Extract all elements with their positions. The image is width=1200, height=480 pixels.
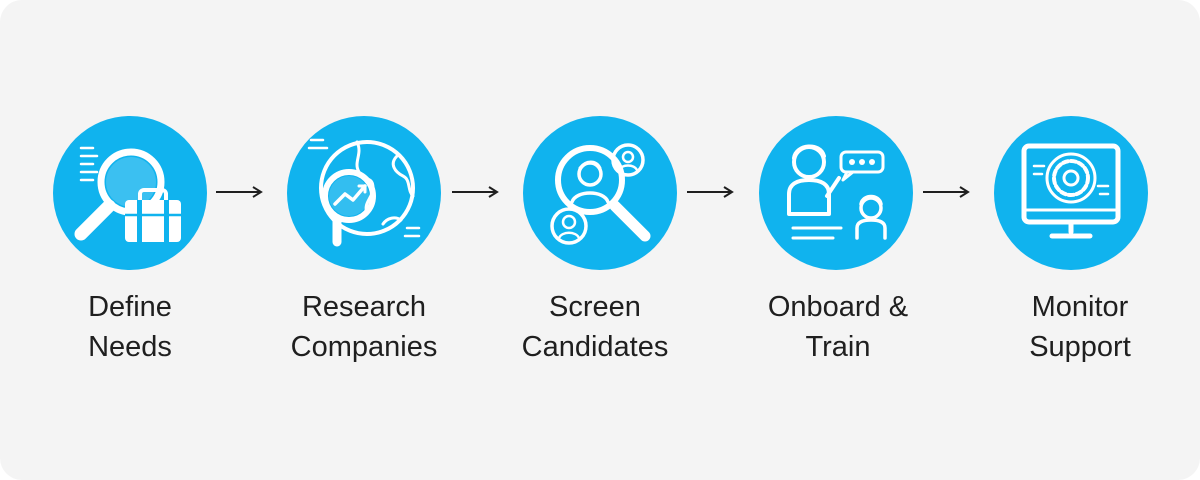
step-5-label-line-2: Support <box>1029 331 1131 363</box>
step-3-circle <box>523 116 677 270</box>
monitor-gear-icon <box>1021 143 1121 239</box>
globe-magnifier-chart-icon <box>307 138 421 247</box>
arrow-2-3 <box>451 184 499 200</box>
step-2-label: Research Companies <box>254 287 474 367</box>
step-1-circle <box>53 116 207 270</box>
step-1-label: Define Needs <box>20 287 240 367</box>
candidate-search-icon <box>550 143 651 245</box>
step-5-label: Monitor Support <box>970 287 1190 367</box>
step-3-label-line-2: Candidates <box>521 331 669 363</box>
step-5-circle <box>994 116 1148 270</box>
step-5-label-line-1: Monitor <box>1031 291 1129 323</box>
step-3-label: Screen Candidates <box>485 287 705 367</box>
step-1-label-line-1: Define <box>88 291 172 323</box>
magnifier-briefcase-icon <box>74 146 181 242</box>
step-2-circle <box>287 116 441 270</box>
step-1-label-line-2: Needs <box>88 331 172 363</box>
step-4-label-line-1: Onboard & <box>767 291 909 323</box>
step-4-circle <box>759 116 913 270</box>
step-4-label: Onboard & Train <box>728 287 948 367</box>
step-2-label-line-1: Research <box>301 291 427 323</box>
arrow-4-5 <box>922 184 970 200</box>
trainer-chat-icon <box>787 144 887 240</box>
step-3-label-line-1: Screen <box>549 291 641 323</box>
arrow-3-4 <box>686 184 734 200</box>
step-2-label-line-2: Companies <box>290 331 438 363</box>
arrow-1-2 <box>215 184 263 200</box>
step-4-label-line-2: Train <box>805 331 871 363</box>
